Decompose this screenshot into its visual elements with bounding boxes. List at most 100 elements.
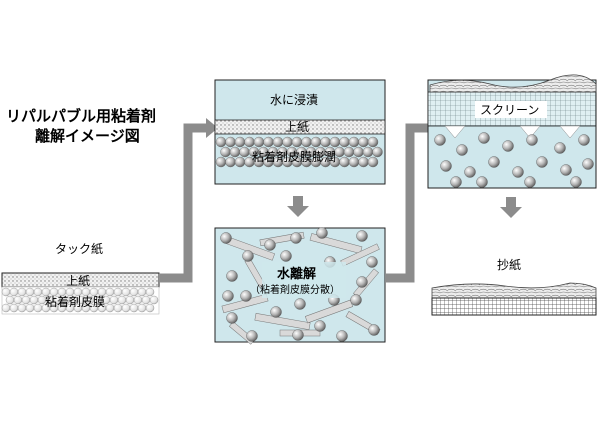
wire-mesh	[431, 297, 597, 316]
top-paper-label: 上紙	[66, 273, 90, 288]
swollen-bead	[229, 146, 241, 158]
title-line-1: リパルパブル用粘着剤	[6, 107, 156, 125]
dispersed-beads	[220, 227, 380, 342]
adhesive-bead	[149, 295, 159, 305]
screen-opening	[519, 125, 541, 139]
dispersed-bead	[264, 239, 276, 251]
screened-bead	[554, 142, 566, 154]
disintegration-label: 水離解	[277, 266, 316, 282]
swollen-bead	[348, 136, 360, 148]
swollen-bead	[362, 146, 374, 158]
papermaking-label: 抄紙	[497, 257, 521, 272]
screened-bead	[560, 164, 572, 176]
dispersed-bead	[356, 230, 368, 242]
swollen-bead	[339, 156, 350, 168]
down-arrow-2	[506, 197, 516, 207]
dispersed-bead	[368, 324, 380, 336]
dispersed-bead	[246, 330, 258, 342]
swollen-bead	[225, 136, 236, 148]
adhesive-bead	[29, 295, 39, 305]
adhesive-bead	[109, 295, 119, 305]
screened-bead	[478, 132, 490, 144]
screened-bead	[512, 166, 524, 178]
swollen-bead	[253, 136, 265, 148]
dispersed-bead	[292, 329, 304, 341]
swollen-bead	[244, 136, 255, 148]
swollen-bead	[367, 136, 379, 148]
adhesive-bead	[113, 303, 123, 313]
adhesive-bead	[21, 295, 31, 305]
adhesive-bead	[5, 295, 15, 305]
flow-arrow-2	[385, 123, 428, 283]
adhesive-bead	[1, 287, 11, 297]
swelling-label: 粘着剤皮膜膨潤	[252, 149, 336, 164]
screen-fiber-layer	[429, 74, 597, 93]
papermaking-panel: 抄紙	[431, 257, 597, 316]
adhesive-bead	[145, 303, 155, 313]
screened-bead	[488, 156, 500, 168]
screened-bead	[524, 176, 536, 188]
adhesive-bead	[17, 287, 27, 297]
adhesive-bead	[113, 287, 123, 297]
dispersed-bead	[356, 276, 368, 288]
adhesive-bead	[17, 303, 27, 313]
adhesive-bead	[9, 287, 19, 297]
dispersed-bead	[336, 330, 348, 342]
adhesive-bead	[105, 287, 115, 297]
soak-panel: 水に浸漬 上紙 粘着剤皮膜膨潤	[214, 79, 386, 185]
screened-bead	[582, 158, 594, 170]
swollen-bead	[282, 136, 293, 148]
label-backdrop	[262, 262, 346, 298]
tack-paper-panel: タック紙 上紙 粘着剤皮膜	[1, 241, 160, 315]
swollen-bead	[353, 146, 364, 158]
swollen-bead	[239, 146, 250, 158]
adhesive-bead	[25, 303, 35, 313]
swollen-bead	[320, 136, 331, 148]
screened-bead	[536, 156, 548, 168]
swollen-bead	[329, 136, 341, 148]
adhesive-bead	[129, 303, 139, 313]
adhesive-beads	[1, 287, 159, 313]
adhesive-bead	[13, 295, 23, 305]
swollen-bead	[234, 136, 246, 148]
adhesive-bead	[129, 287, 139, 297]
adhesive-bead	[1, 303, 11, 313]
swollen-bead	[358, 136, 369, 148]
screened-bead	[456, 144, 468, 156]
swollen-bead	[263, 136, 274, 148]
tack-paper-label: タック紙	[55, 241, 103, 256]
flow-arrow-1-head	[206, 118, 218, 138]
down-arrow-1-head	[287, 206, 309, 217]
screened-bead	[440, 160, 452, 172]
screened-bead	[502, 140, 514, 152]
swollen-bead	[348, 156, 360, 168]
swollen-bead	[367, 156, 379, 168]
soak-label: 水に浸漬	[270, 92, 318, 107]
title-line-2: 離解イメージ図	[35, 127, 140, 145]
adhesive-bead	[141, 295, 151, 305]
swollen-beads	[215, 136, 383, 168]
screen-panel: スクリーン	[427, 74, 597, 189]
soak-paper-label: 上紙	[285, 119, 309, 134]
fiber-mat	[429, 74, 597, 93]
screen-opening	[559, 125, 581, 139]
screened-bead	[450, 176, 462, 188]
adhesive-bead	[137, 287, 147, 297]
adhesive-bead	[133, 295, 143, 305]
adhesive-film-label: 粘着剤皮膜	[45, 294, 105, 309]
paper-fiber	[254, 312, 311, 331]
disintegration-panel: 水離解 （粘着剤皮膜分散）	[214, 227, 386, 345]
swollen-bead	[215, 156, 227, 168]
swollen-bead	[215, 136, 227, 148]
adhesive-bead	[117, 295, 127, 305]
swollen-bead	[301, 136, 312, 148]
adhesive-bead	[121, 303, 131, 313]
dispersed-bead	[226, 270, 238, 282]
screened-bead	[578, 134, 590, 146]
adhesive-bead	[25, 287, 35, 297]
screen-opening	[444, 125, 466, 139]
dispersion-label: （粘着剤皮膜分散）	[250, 283, 340, 296]
swollen-bead	[272, 136, 284, 148]
dispersed-bead	[290, 232, 302, 244]
